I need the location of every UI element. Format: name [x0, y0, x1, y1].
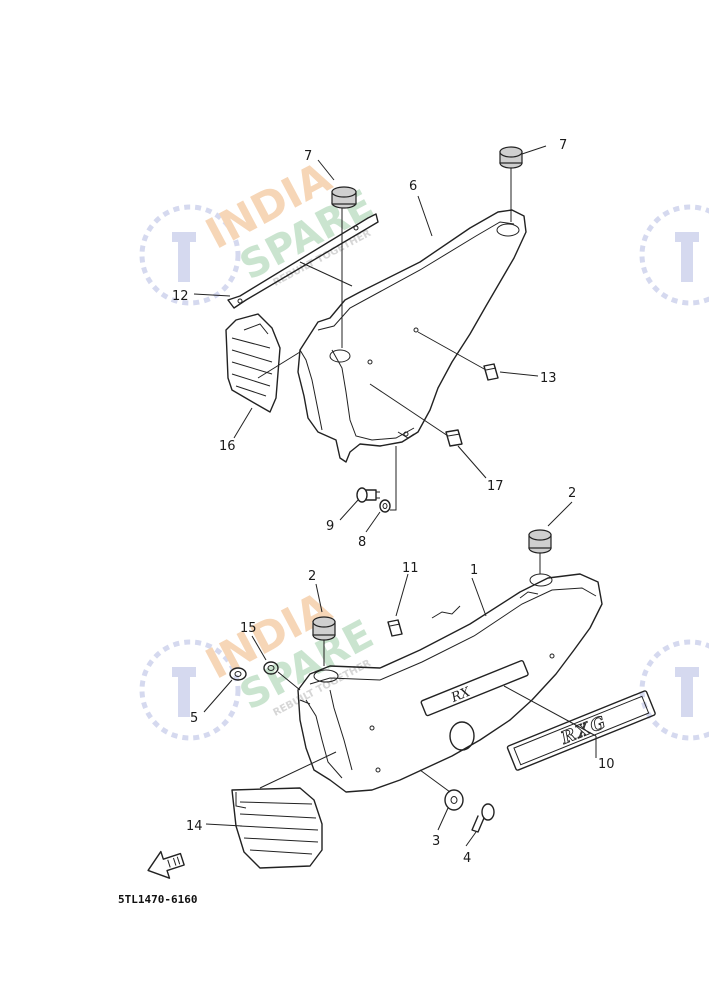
side-cover-lower [297, 573, 603, 793]
callout-2-right: 2 [568, 486, 576, 501]
callout-14: 14 [186, 819, 203, 834]
louver-16 [225, 313, 281, 413]
washer-15 [263, 661, 279, 675]
clip-11 [387, 619, 403, 637]
callout-16: 16 [219, 439, 236, 454]
clip-17 [445, 429, 463, 447]
callout-7-right: 7 [559, 138, 567, 153]
callout-17: 17 [487, 479, 504, 494]
front-arrow-icon [147, 850, 185, 879]
callout-11: 11 [402, 561, 419, 576]
screw-4 [471, 803, 495, 833]
callout-8: 8 [358, 535, 366, 550]
callout-12: 12 [172, 289, 189, 304]
clip-5 [229, 667, 247, 681]
callout-7-left: 7 [304, 149, 312, 164]
grommet-2-left [312, 616, 336, 641]
callout-3: 3 [432, 834, 440, 849]
screw-9 [356, 487, 380, 503]
leader-lines-lower [203, 501, 597, 847]
part-code: 5TL1470-6160 [118, 893, 197, 906]
side-cover-upper [297, 209, 527, 463]
callout-5: 5 [190, 711, 198, 726]
watermark-upper: INDIA SPARE REBUILT TOGETHER [139, 152, 381, 306]
cover-script-text: RX [448, 685, 473, 707]
watermark-lower: INDIA SPARE REBUILT TOGETHER [139, 582, 381, 741]
watermark-edge-right-upper [639, 204, 709, 306]
callout-9: 9 [326, 519, 334, 534]
bracket-strip-12 [227, 213, 379, 309]
grommet-2-right [528, 529, 552, 554]
callout-4: 4 [463, 851, 471, 866]
callout-2-left: 2 [308, 569, 316, 584]
grommet-7-left [331, 186, 357, 209]
grommet-7-right [499, 146, 523, 169]
washer-3 [444, 789, 464, 811]
cover-script-badge: RX [420, 660, 529, 717]
callout-1: 1 [470, 563, 478, 578]
callout-labels: 7 7 6 12 13 16 17 9 8 2 2 11 1 15 5 10 1… [172, 138, 615, 866]
louver-14 [231, 787, 323, 869]
callout-6: 6 [409, 179, 417, 194]
washer-8 [379, 499, 391, 513]
callout-10: 10 [598, 757, 615, 772]
leader-lines-upper [193, 145, 547, 533]
callout-13: 13 [540, 371, 557, 386]
callout-15: 15 [240, 621, 257, 636]
watermark-wrench-icon [139, 204, 241, 306]
watermark-edge-right-lower [639, 639, 709, 741]
watermark-wrench-icon [139, 639, 241, 741]
clip-13 [483, 363, 499, 381]
